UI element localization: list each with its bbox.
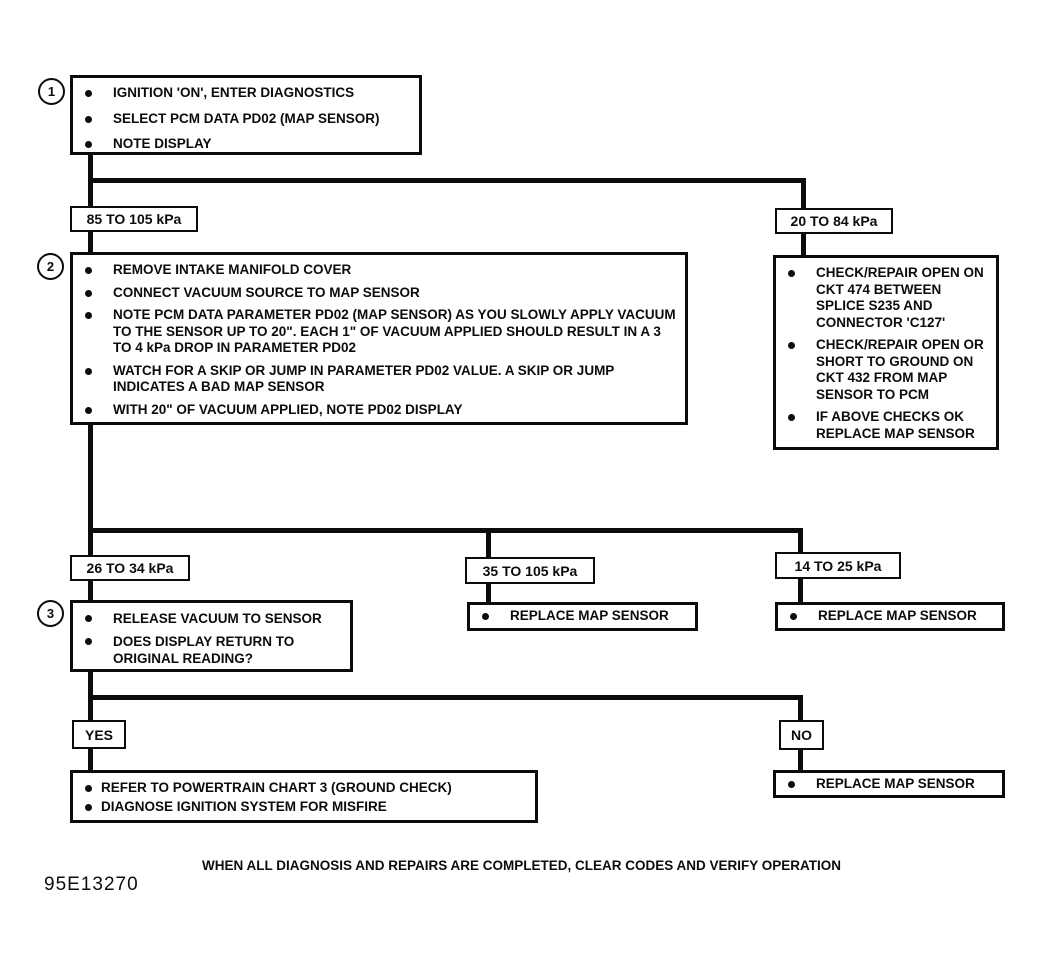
- action-item-label: REPLACE MAP SENSOR: [510, 608, 669, 623]
- bullet-icon: [85, 136, 113, 153]
- no-outcome-box: REPLACE MAP SENSOR: [773, 770, 1005, 798]
- connector-line-mid-horizontal: [88, 528, 803, 533]
- step3-box: RELEASE VACUUM TO SENSOR DOES DISPLAY RE…: [70, 600, 353, 672]
- list-item: WITH 20" OF VACUUM APPLIED, NOTE PD02 DI…: [85, 402, 681, 419]
- bullet-icon: [85, 262, 113, 279]
- branch-label-26-34-kpa: 26 TO 34 kPa: [70, 555, 190, 581]
- step3-item-list: RELEASE VACUUM TO SENSOR DOES DISPLAY RE…: [73, 603, 350, 667]
- list-item: REPLACE MAP SENSOR: [788, 776, 998, 793]
- bullet-icon: [85, 111, 113, 128]
- step-item-label: RELEASE VACUUM TO SENSOR: [113, 611, 322, 626]
- step1-box: IGNITION 'ON', ENTER DIAGNOSTICS SELECT …: [70, 75, 422, 155]
- branch-label-text: NO: [791, 727, 812, 743]
- step1-item-list: IGNITION 'ON', ENTER DIAGNOSTICS SELECT …: [73, 78, 419, 153]
- list-item: CHECK/REPAIR OPEN ON CKT 474 BETWEEN SPL…: [788, 265, 992, 331]
- list-item: NOTE DISPLAY: [85, 136, 415, 153]
- step-number-1-label: 1: [47, 84, 56, 99]
- step-item-label: IGNITION 'ON', ENTER DIAGNOSTICS: [113, 85, 355, 100]
- yes-outcome-box: REFER TO POWERTRAIN CHART 3 (GROUND CHEC…: [70, 770, 538, 823]
- no-outcome-item-list: REPLACE MAP SENSOR: [776, 773, 1002, 793]
- step-item-label: DOES DISPLAY RETURN TO ORIGINAL READING?: [113, 634, 295, 666]
- list-item: REFER TO POWERTRAIN CHART 3 (GROUND CHEC…: [85, 780, 531, 797]
- step2-box: REMOVE INTAKE MANIFOLD COVER CONNECT VAC…: [70, 252, 688, 425]
- step-item-label: WITH 20" OF VACUUM APPLIED, NOTE PD02 DI…: [113, 401, 463, 417]
- bullet-icon: [788, 409, 816, 442]
- step-item-label: CONNECT VACUUM SOURCE TO MAP SENSOR: [113, 284, 420, 300]
- bullet-icon: [788, 776, 816, 793]
- branch-label-14-25-kpa: 14 TO 25 kPa: [775, 552, 901, 579]
- connector-line-top-horizontal: [88, 178, 806, 183]
- action-item-label: DIAGNOSE IGNITION SYSTEM FOR MISFIRE: [101, 798, 387, 814]
- list-item: RELEASE VACUUM TO SENSOR: [85, 610, 346, 627]
- connector-line-step1-spine: [88, 153, 93, 254]
- replace-map-sensor-box-mid: REPLACE MAP SENSOR: [467, 602, 698, 631]
- step-item-label: NOTE PCM DATA PARAMETER PD02 (MAP SENSOR…: [113, 307, 676, 355]
- check-repair-box: CHECK/REPAIR OPEN ON CKT 474 BETWEEN SPL…: [773, 255, 999, 450]
- branch-label-text: 85 TO 105 kPa: [86, 211, 182, 227]
- list-item: SELECT PCM DATA PD02 (MAP SENSOR): [85, 111, 415, 128]
- list-item: CONNECT VACUUM SOURCE TO MAP SENSOR: [85, 285, 681, 302]
- step-item-label: NOTE DISPLAY: [113, 136, 212, 151]
- list-item: IGNITION 'ON', ENTER DIAGNOSTICS: [85, 85, 415, 102]
- bullet-icon: [85, 85, 113, 102]
- bullet-icon: [85, 363, 113, 396]
- list-item: IF ABOVE CHECKS OK REPLACE MAP SENSOR: [788, 409, 992, 442]
- step-item-label: SELECT PCM DATA PD02 (MAP SENSOR): [113, 110, 380, 126]
- step-item-label: REMOVE INTAKE MANIFOLD COVER: [113, 262, 352, 277]
- step-number-2: 2: [37, 253, 64, 280]
- action-item-label: REPLACE MAP SENSOR: [816, 776, 975, 791]
- branch-label-no: NO: [779, 720, 824, 750]
- step-number-2-label: 2: [46, 259, 55, 274]
- step-item-label: WATCH FOR A SKIP OR JUMP IN PARAMETER PD…: [113, 362, 615, 395]
- step-number-1: 1: [38, 78, 65, 105]
- action-item-label: CHECK/REPAIR OPEN ON CKT 474 BETWEEN SPL…: [816, 265, 984, 330]
- action-item-label: REPLACE MAP SENSOR: [818, 608, 977, 623]
- footer-note: WHEN ALL DIAGNOSIS AND REPAIRS ARE COMPL…: [201, 858, 842, 873]
- bullet-icon: [85, 633, 113, 667]
- figure-id: 95E13270: [44, 874, 139, 895]
- connector-line-step2-spine: [88, 423, 93, 603]
- branch-label-text: 35 TO 105 kPa: [482, 562, 578, 579]
- branch-label-text: 20 TO 84 kPa: [790, 213, 878, 229]
- replace-mid-item-list: REPLACE MAP SENSOR: [470, 605, 695, 625]
- replace-right-item-list: REPLACE MAP SENSOR: [778, 605, 1002, 625]
- branch-label-35-105-kpa: 35 TO 105 kPa: [465, 557, 595, 584]
- list-item: REPLACE MAP SENSOR: [790, 608, 998, 625]
- bullet-icon: [788, 265, 816, 331]
- list-item: CHECK/REPAIR OPEN OR SHORT TO GROUND ON …: [788, 337, 992, 403]
- connector-line-low-horizontal: [88, 695, 803, 700]
- step2-item-list: REMOVE INTAKE MANIFOLD COVER CONNECT VAC…: [73, 255, 685, 418]
- list-item: DIAGNOSE IGNITION SYSTEM FOR MISFIRE: [85, 799, 531, 816]
- action-item-label: CHECK/REPAIR OPEN OR SHORT TO GROUND ON …: [816, 337, 984, 402]
- list-item: REPLACE MAP SENSOR: [482, 608, 691, 625]
- bullet-icon: [788, 337, 816, 403]
- branch-label-text: YES: [84, 726, 113, 743]
- list-item: NOTE PCM DATA PARAMETER PD02 (MAP SENSOR…: [85, 307, 681, 357]
- step-number-3: 3: [37, 600, 64, 627]
- bullet-icon: [85, 402, 113, 419]
- bullet-icon: [85, 307, 113, 357]
- branch-label-yes: YES: [72, 720, 126, 749]
- list-item: WATCH FOR A SKIP OR JUMP IN PARAMETER PD…: [85, 363, 681, 396]
- branch-label-20-84-kpa: 20 TO 84 kPa: [775, 208, 893, 234]
- bullet-icon: [85, 799, 101, 816]
- bullet-icon: [85, 610, 113, 627]
- action-item-label: REFER TO POWERTRAIN CHART 3 (GROUND CHEC…: [101, 780, 452, 795]
- branch-label-text: 26 TO 34 kPa: [86, 560, 174, 576]
- list-item: DOES DISPLAY RETURN TO ORIGINAL READING?: [85, 633, 346, 667]
- step-number-3-label: 3: [46, 606, 55, 621]
- bullet-icon: [482, 608, 510, 625]
- action-item-label: IF ABOVE CHECKS OK REPLACE MAP SENSOR: [816, 409, 975, 441]
- bullet-icon: [85, 285, 113, 302]
- list-item: REMOVE INTAKE MANIFOLD COVER: [85, 262, 681, 279]
- yes-outcome-item-list: REFER TO POWERTRAIN CHART 3 (GROUND CHEC…: [73, 773, 535, 815]
- check-repair-item-list: CHECK/REPAIR OPEN ON CKT 474 BETWEEN SPL…: [776, 258, 996, 442]
- bullet-icon: [790, 608, 818, 625]
- bullet-icon: [85, 780, 101, 797]
- branch-label-85-105-kpa: 85 TO 105 kPa: [70, 206, 198, 232]
- branch-label-text: 14 TO 25 kPa: [794, 557, 882, 574]
- replace-map-sensor-box-right: REPLACE MAP SENSOR: [775, 602, 1005, 631]
